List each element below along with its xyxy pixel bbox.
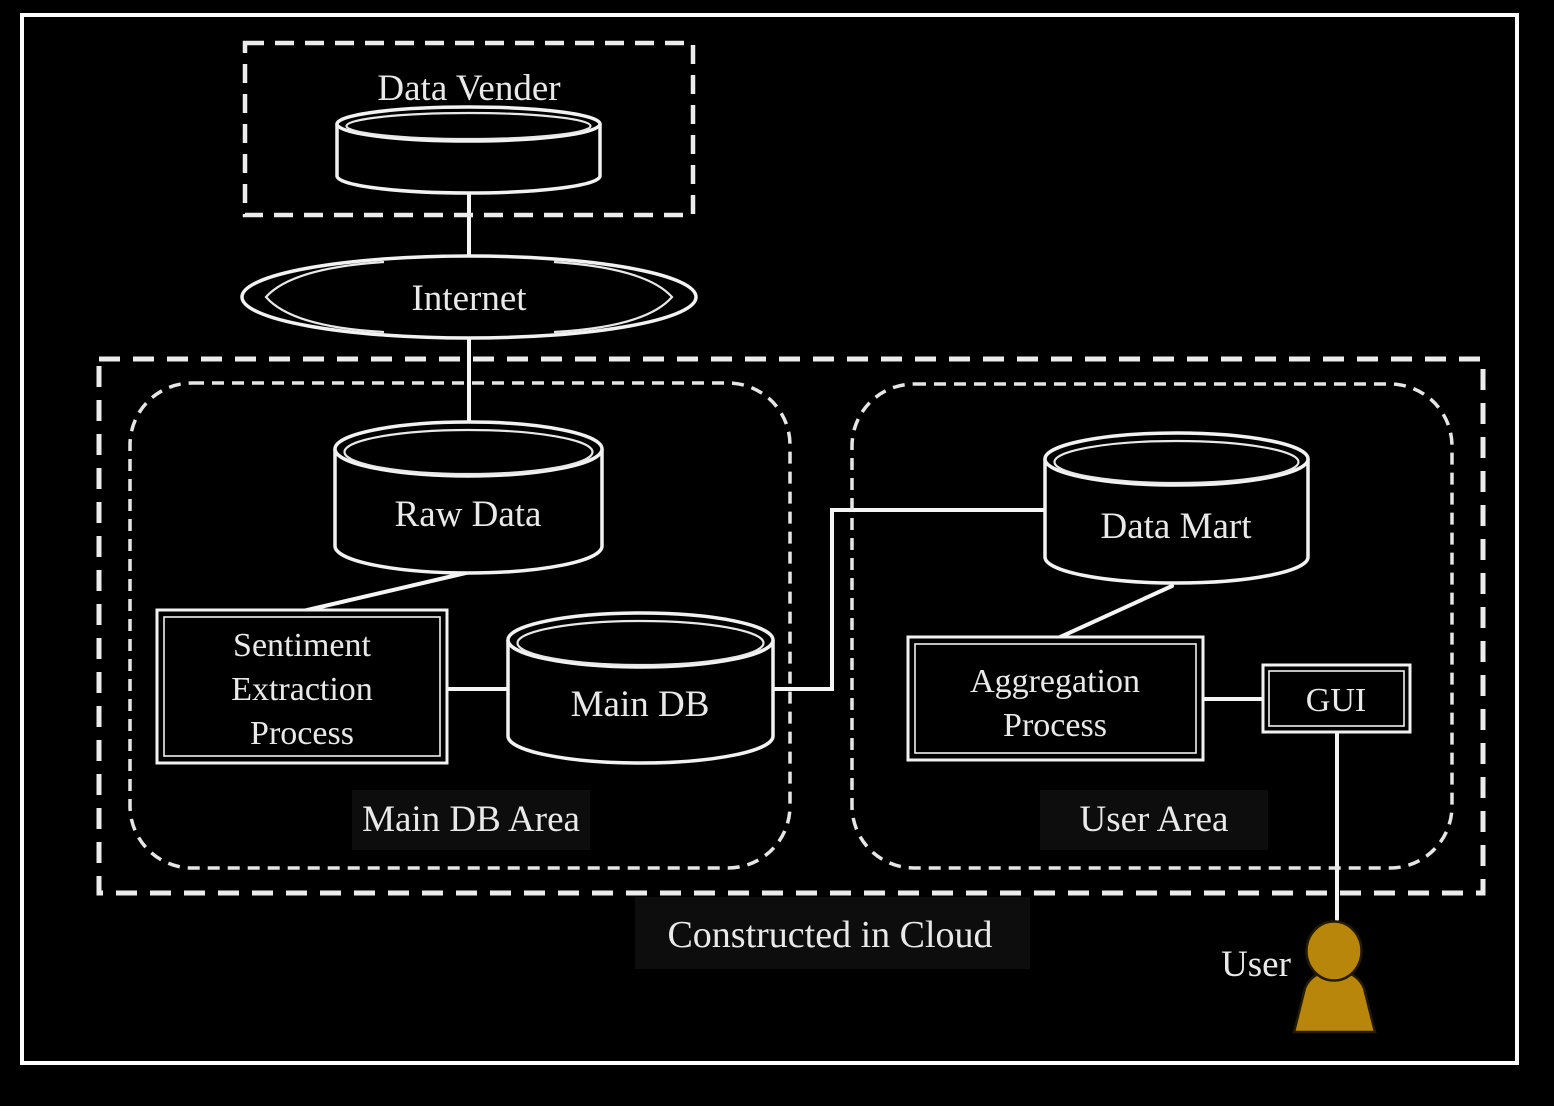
main-db-cylinder-rim: [516, 619, 765, 667]
sentiment-label-line1: Sentiment: [233, 627, 371, 664]
main-db-area-dashed-box: [128, 381, 792, 870]
cloud-dashed-box: [96, 356, 1486, 896]
aggregation-label-line2: Process: [1003, 707, 1107, 744]
data-vender-cylinder-icon: [335, 105, 602, 195]
raw-data-cylinder-rim: [343, 428, 594, 476]
area-data-vender: Data Vender: [242, 40, 696, 218]
node-main-db: Main DB: [506, 611, 775, 765]
main-db-cylinder-body: [506, 640, 775, 765]
node-raw-data: Raw Data: [333, 420, 604, 575]
main-db-area-label: Main DB Area: [362, 799, 580, 840]
node-aggregation-process: Aggregation Process: [906, 635, 1205, 762]
sentiment-box-inner: [163, 616, 441, 757]
data-vender-cylinder-body: [335, 124, 602, 195]
data-mart-cylinder-rim: [1053, 439, 1300, 485]
node-sentiment-extraction: Sentiment Extraction Process: [155, 608, 449, 765]
aggregation-label-line1: Aggregation: [970, 663, 1140, 700]
user-person-icon-head: [1305, 920, 1363, 982]
internet-ellipse: [240, 254, 698, 340]
main-db-area-label-backplate: [352, 790, 590, 850]
cloud-label-backplate: [635, 897, 1030, 969]
gui-label: GUI: [1306, 682, 1366, 719]
data-mart-cylinder-top: [1043, 431, 1310, 487]
data-mart-cylinder-body: [1043, 459, 1310, 585]
edge-data-mart-aggregation: [1056, 584, 1174, 640]
main-db-label: Main DB: [571, 684, 710, 725]
node-gui: GUI: [1261, 663, 1412, 734]
node-data-mart: Data Mart: [1043, 431, 1310, 585]
gui-box-inner: [1268, 670, 1405, 727]
node-user: User: [1221, 920, 1377, 1034]
connectors: [301, 191, 1339, 921]
area-constructed-in-cloud: Constructed in Cloud: [96, 356, 1486, 969]
data-vender-dashed-box: [242, 40, 696, 218]
raw-data-label: Raw Data: [395, 494, 542, 535]
main-db-cylinder-top: [506, 611, 775, 669]
data-vender-cylinder-rim: [345, 111, 592, 141]
raw-data-cylinder-body: [333, 449, 604, 575]
internet-cloud-right-arc: [553, 260, 674, 334]
data-vender-label: Data Vender: [377, 68, 560, 109]
edge-raw-data-sentiment: [301, 570, 472, 613]
internet-label: Internet: [411, 278, 527, 319]
user-label: User: [1221, 944, 1291, 985]
internet-cloud-left-arc: [264, 260, 385, 334]
sentiment-label-line2: Extraction: [231, 671, 373, 708]
area-main-db: Main DB Area: [128, 381, 792, 870]
user-area-label-backplate: [1040, 790, 1268, 850]
sentiment-box: [155, 608, 449, 765]
edge-main-db-data-mart: [772, 508, 1048, 691]
aggregation-box: [906, 635, 1205, 762]
gui-box: [1261, 663, 1412, 734]
sentiment-label-line3: Process: [250, 715, 354, 752]
raw-data-cylinder-top: [333, 420, 604, 478]
data-mart-label: Data Mart: [1100, 506, 1252, 547]
constructed-in-cloud-label: Constructed in Cloud: [667, 914, 992, 956]
aggregation-box-inner: [914, 643, 1197, 754]
node-internet: Internet: [240, 254, 698, 340]
user-area-label: User Area: [1080, 799, 1229, 840]
area-user: User Area: [850, 382, 1454, 870]
user-area-dashed-box: [850, 382, 1454, 870]
